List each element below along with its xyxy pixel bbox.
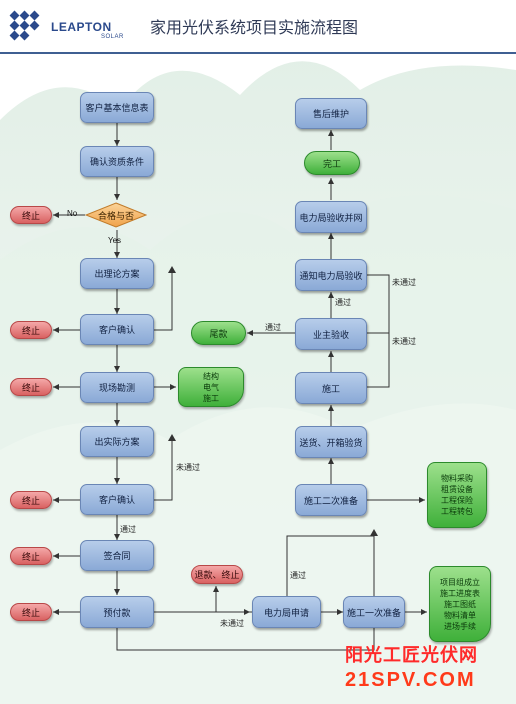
bottom-loop-line xyxy=(116,628,375,651)
not-passed-label-3: 未通过 xyxy=(392,337,416,346)
sign-contract-box[interactable]: 签合同 xyxy=(80,540,154,571)
loop-confirm2-line xyxy=(154,441,173,501)
not-passed-label-2: 未通过 xyxy=(392,278,416,287)
survey-note: 结构 电气 施工 xyxy=(178,367,244,407)
prepayment-box[interactable]: 预付款 xyxy=(80,596,154,628)
passed-label-3: 通过 xyxy=(265,323,281,332)
customer-confirm-1-box[interactable]: 客户确认 xyxy=(80,314,154,345)
stop-5[interactable]: 终止 xyxy=(10,547,52,565)
page-title: 家用光伏系统项目实施流程图 xyxy=(150,18,359,37)
logo-wordmark: LEAPTON xyxy=(51,20,112,34)
actual-plan-box[interactable]: 出实际方案 xyxy=(80,426,154,457)
stop-2[interactable]: 终止 xyxy=(10,321,52,339)
first-prep-box[interactable]: 施工一次准备 xyxy=(343,596,405,628)
construction-box[interactable]: 施工 xyxy=(295,372,367,404)
passed-label-1: 通过 xyxy=(120,525,136,534)
survey-note-text: 结构 电气 施工 xyxy=(203,371,219,403)
leapton-logo-icon xyxy=(9,10,40,41)
stop-6[interactable]: 终止 xyxy=(10,603,52,621)
passed-label-2: 通过 xyxy=(335,298,351,307)
stop-4[interactable]: 终止 xyxy=(10,491,52,509)
second-prep-note: 物料采购 租赁设备 工程保险 工程转包 xyxy=(427,462,487,528)
loop-prep-line xyxy=(286,535,375,596)
not-passed-label-4: 未通过 xyxy=(220,619,244,628)
theory-plan-box[interactable]: 出理论方案 xyxy=(80,258,154,289)
second-prep-box[interactable]: 施工二次准备 xyxy=(295,484,367,516)
confirm-conditions-box[interactable]: 确认资质条件 xyxy=(80,146,154,177)
no-label: No xyxy=(67,209,78,218)
passed-label-4: 通过 xyxy=(290,571,306,580)
decision-diamond xyxy=(85,202,147,228)
header-bar: LEAPTON SOLAR 家用光伏系统项目实施流程图 xyxy=(0,0,516,54)
watermark-domain: 21SPV.COM xyxy=(345,669,476,691)
customer-info-box[interactable]: 客户基本信息表 xyxy=(80,92,154,123)
decision-label[interactable]: 合格与否 xyxy=(97,211,134,222)
power-application-box[interactable]: 电力局申请 xyxy=(252,596,321,628)
second-prep-note-text: 物料采购 租赁设备 工程保险 工程转包 xyxy=(441,474,473,516)
stop-1[interactable]: 终止 xyxy=(10,206,52,224)
customer-confirm-2-box[interactable]: 客户确认 xyxy=(80,484,154,515)
grid-acceptance-box[interactable]: 电力局验收并网 xyxy=(295,201,367,233)
final-payment-terminal[interactable]: 尾款 xyxy=(191,321,246,345)
notify-power-bureau-box[interactable]: 通知电力局验收 xyxy=(295,259,367,291)
yes-label: Yes xyxy=(108,236,122,245)
after-sales-box[interactable]: 售后维护 xyxy=(295,98,367,129)
owner-acceptance-box[interactable]: 业主验收 xyxy=(295,318,367,350)
complete-terminal[interactable]: 完工 xyxy=(304,151,360,175)
watermark-site-name: 阳光工匠光伏网 xyxy=(345,645,478,666)
arrow-power-to-refund xyxy=(213,586,252,613)
stop-3[interactable]: 终止 xyxy=(10,378,52,396)
logo-subtext: SOLAR xyxy=(101,34,124,40)
loop-notify-to-construction xyxy=(367,274,390,388)
not-passed-label-1: 未通过 xyxy=(176,463,200,472)
refund-stop[interactable]: 退款、终止 xyxy=(191,565,243,584)
first-prep-note: 项目组成立 施工进度表 施工图纸 物料清单 进场手续 xyxy=(429,566,491,642)
site-survey-box[interactable]: 现场勘测 xyxy=(80,372,154,403)
delivery-box[interactable]: 送货、开箱验货 xyxy=(295,426,367,458)
first-prep-note-text: 项目组成立 施工进度表 施工图纸 物料清单 进场手续 xyxy=(440,577,480,631)
loop-confirm1-line xyxy=(154,273,173,331)
